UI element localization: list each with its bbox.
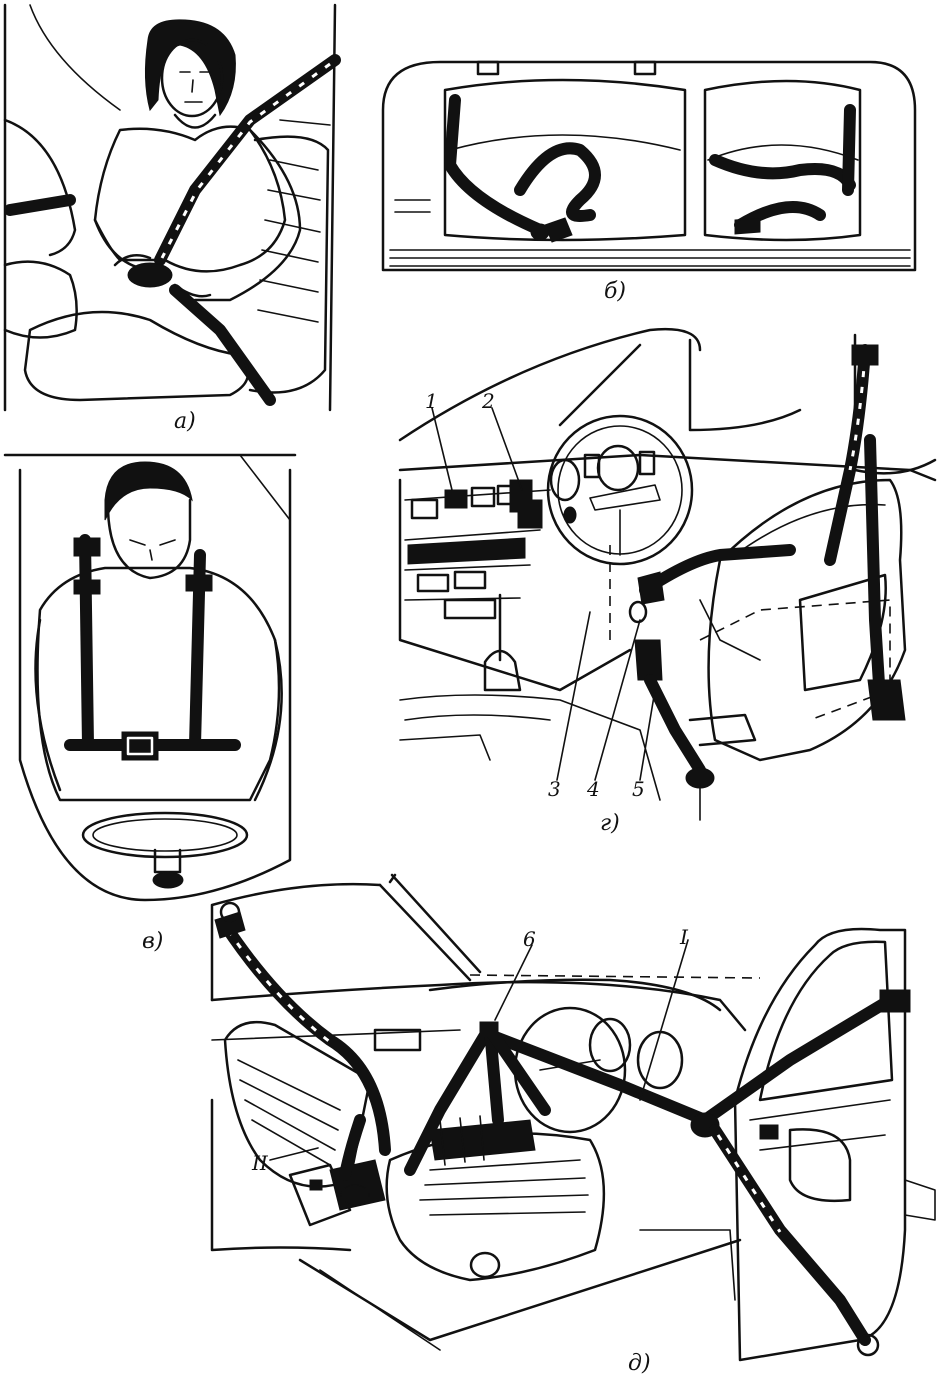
callout-4: 4 — [586, 777, 600, 801]
panel-a: а) — [3, 3, 341, 434]
panel-g: 1 2 3 4 5 г) — [398, 328, 937, 836]
caption-g: г) — [600, 811, 620, 836]
callout-I: I — [679, 925, 689, 949]
caption-b: б) — [604, 279, 626, 304]
panel-v: в) — [3, 453, 297, 954]
callout-2: 2 — [481, 389, 495, 413]
caption-a: а) — [174, 409, 196, 434]
panel-d: 6 I II д) — [210, 873, 936, 1375]
callout-3: 3 — [548, 777, 561, 801]
callout-1: 1 — [425, 389, 438, 413]
caption-v: в) — [142, 929, 163, 954]
callout-5: 5 — [632, 777, 645, 801]
caption-d: д) — [628, 1351, 651, 1375]
callout-6: 6 — [523, 927, 536, 951]
callout-II: II — [251, 1151, 269, 1175]
panel-b: б) — [381, 60, 917, 304]
